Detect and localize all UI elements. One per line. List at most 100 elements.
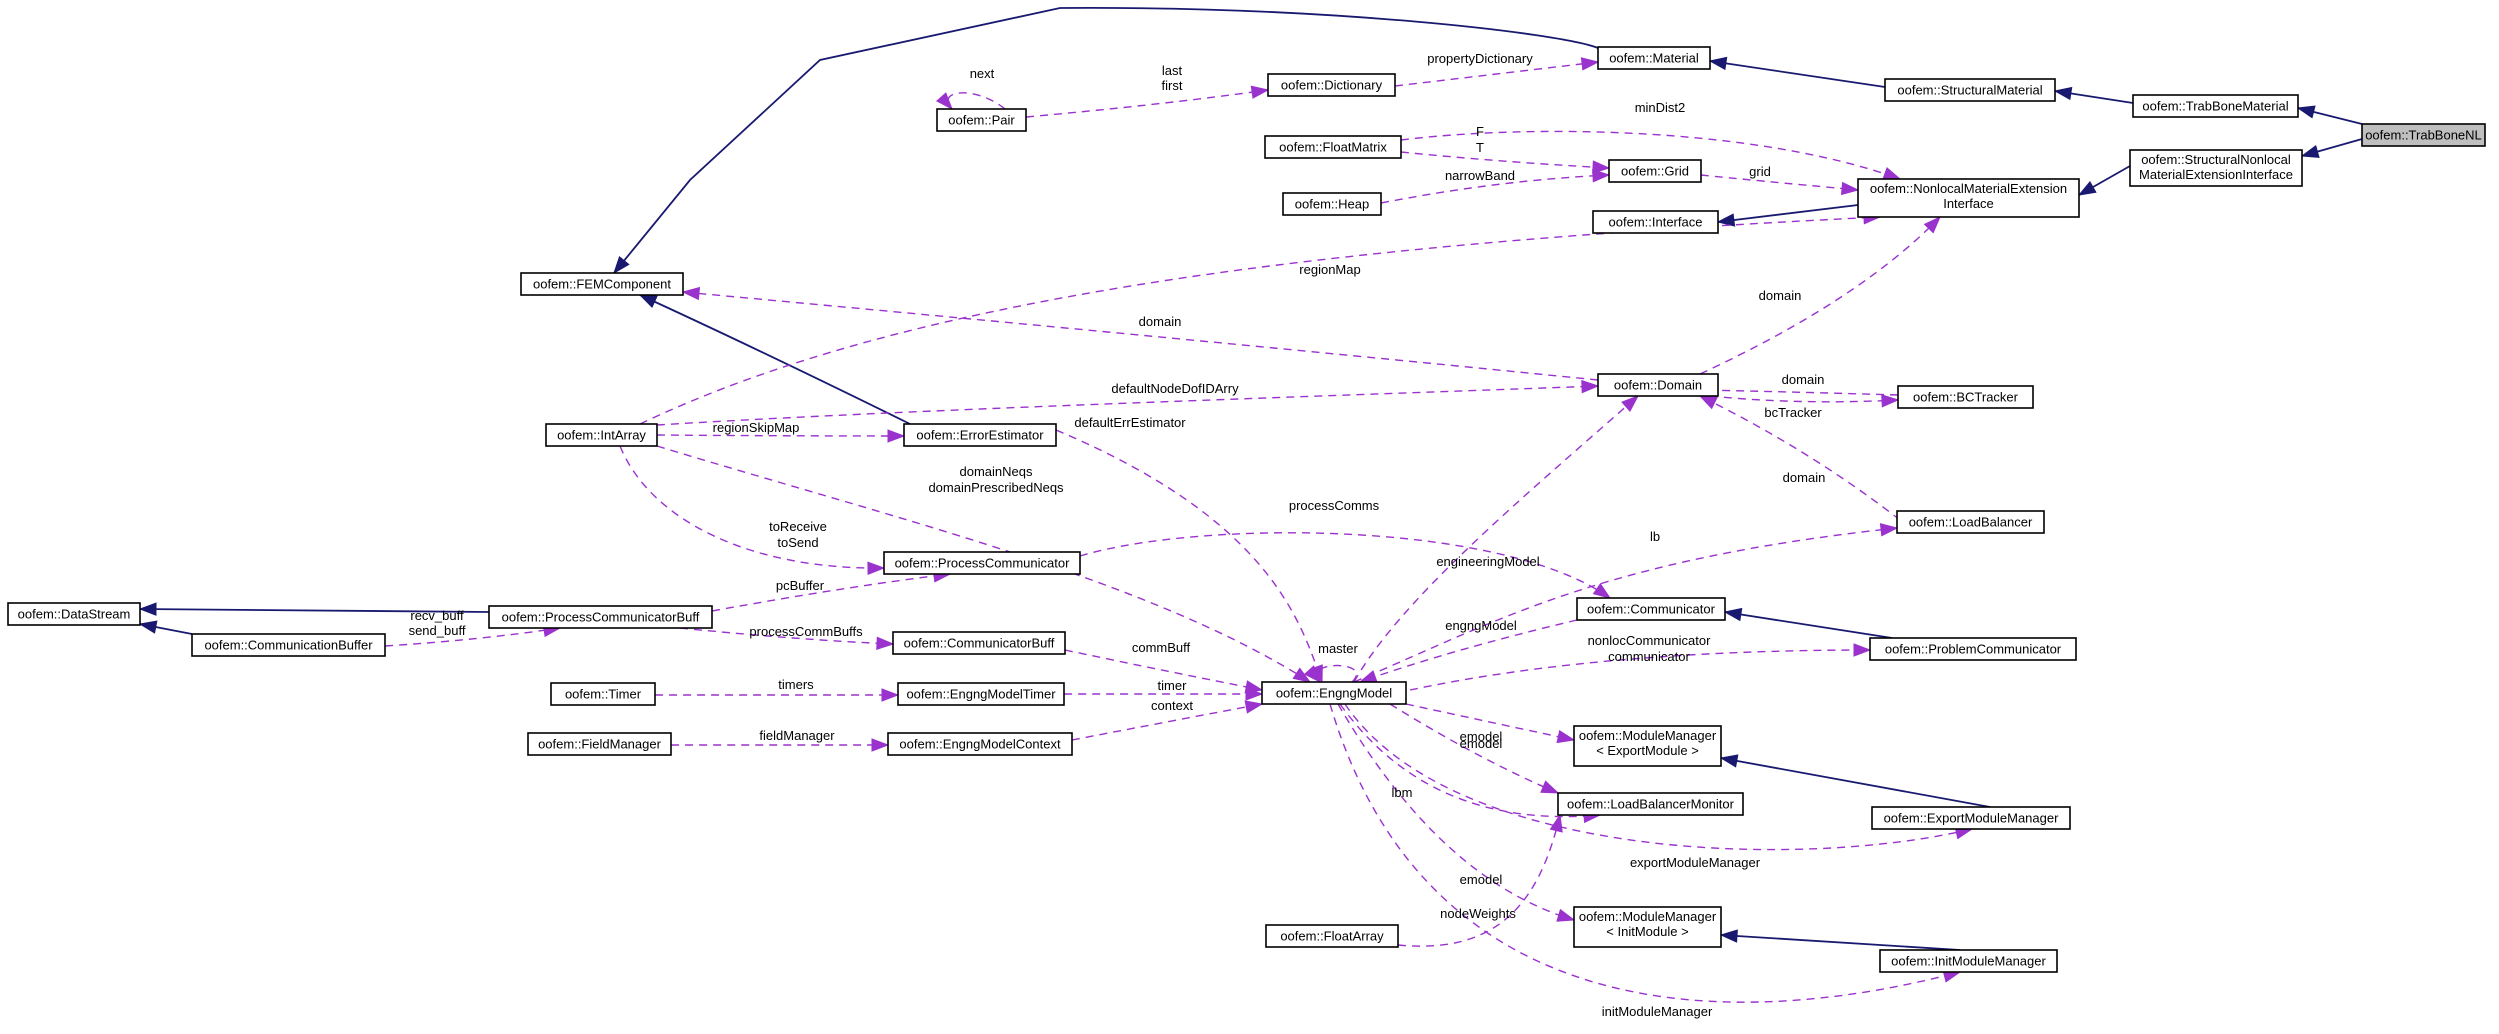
class-node-modulemanagerinit[interactable]: oofem::ModuleManager< InitModule > bbox=[1573, 906, 1722, 948]
inheritance-edge-femcomponent-errorestimator bbox=[640, 294, 911, 425]
class-node-trabbonematerial[interactable]: oofem::TrabBoneMaterial bbox=[2132, 94, 2299, 118]
class-node-floatarray[interactable]: oofem::FloatArray bbox=[1265, 924, 1399, 948]
class-node-label: oofem::Interface bbox=[1609, 215, 1703, 230]
class-node-label: oofem::StructuralNonlocal bbox=[2141, 152, 2291, 167]
edge-label: lb bbox=[1650, 529, 1660, 544]
inheritance-edge-trabbonematerial-trabbonenl bbox=[2298, 108, 2363, 125]
class-node-trabbonenl[interactable]: oofem::TrabBoneNL bbox=[2361, 123, 2486, 147]
class-node-timer[interactable]: oofem::Timer bbox=[550, 682, 656, 706]
class-node-problemcommunicator[interactable]: oofem::ProblemCommunicator bbox=[1869, 637, 2077, 661]
class-node-label: oofem::ModuleManager bbox=[1579, 909, 1717, 924]
class-node-loadbalancermonitor[interactable]: oofem::LoadBalancerMonitor bbox=[1557, 792, 1744, 816]
edge-label: engineeringModel bbox=[1436, 554, 1539, 569]
class-node-label: oofem::Dictionary bbox=[1281, 78, 1383, 93]
class-node-label: oofem::FEMComponent bbox=[533, 277, 671, 292]
class-node-floatmatrix[interactable]: oofem::FloatMatrix bbox=[1264, 135, 1402, 159]
class-node-material[interactable]: oofem::Material bbox=[1597, 46, 1711, 70]
edge-label: processCommBuffs bbox=[749, 624, 863, 639]
class-node-box bbox=[1576, 597, 1726, 621]
class-node-label: oofem::ProcessCommunicator bbox=[895, 556, 1071, 571]
class-node-engngmodel[interactable]: oofem::EngngModel bbox=[1261, 681, 1407, 705]
class-node-box bbox=[897, 682, 1065, 706]
class-node-loadbalancer[interactable]: oofem::LoadBalancer bbox=[1896, 510, 2045, 534]
usage-edge-communicatorbuff-engngmodel bbox=[1064, 649, 1262, 690]
class-node-communicator[interactable]: oofem::Communicator bbox=[1576, 597, 1726, 621]
edge-label: initModuleManager bbox=[1602, 1004, 1713, 1019]
class-node-pair[interactable]: oofem::Pair bbox=[936, 108, 1027, 132]
class-node-box bbox=[1884, 78, 2056, 102]
class-node-processcommunicator[interactable]: oofem::ProcessCommunicator bbox=[883, 551, 1081, 575]
class-node-box bbox=[1597, 373, 1719, 397]
edge-label: toSend bbox=[777, 535, 818, 550]
edge-label: domainPrescribedNeqs bbox=[928, 480, 1064, 495]
usage-edge-floatmatrix-nonlocalmaterialextension bbox=[1400, 130, 1900, 179]
class-node-communicationbuffer[interactable]: oofem::CommunicationBuffer bbox=[191, 633, 386, 657]
class-node-processcommunicatorbuff[interactable]: oofem::ProcessCommunicatorBuff bbox=[488, 605, 713, 629]
inheritance-edge-nonlocalmaterialextension-structuralnonlocal bbox=[2079, 165, 2131, 196]
class-node-label: < ExportModule > bbox=[1596, 743, 1699, 758]
class-node-femcomponent[interactable]: oofem::FEMComponent bbox=[520, 272, 684, 296]
class-node-box bbox=[520, 272, 684, 296]
class-node-engngmodelcontext[interactable]: oofem::EngngModelContext bbox=[887, 732, 1073, 756]
class-node-box bbox=[1282, 192, 1382, 216]
inheritance-edge-structuralnonlocal-trabbonenl bbox=[2302, 138, 2363, 156]
class-node-label: oofem::LoadBalancer bbox=[1909, 515, 2033, 530]
edge-label: pcBuffer bbox=[776, 578, 825, 593]
class-node-structuralmaterial[interactable]: oofem::StructuralMaterial bbox=[1884, 78, 2056, 102]
class-node-box bbox=[1597, 46, 1711, 70]
class-node-label: oofem::DataStream bbox=[18, 607, 131, 622]
edge-label: defaultNodeDofIDArry bbox=[1111, 381, 1239, 396]
class-node-box bbox=[1869, 637, 2077, 661]
edge-label: commBuff bbox=[1132, 640, 1191, 655]
class-node-interface[interactable]: oofem::Interface bbox=[1592, 210, 1719, 234]
class-node-box bbox=[936, 108, 1027, 132]
usage-edge-engngmodelcontext-engngmodel bbox=[1071, 704, 1262, 741]
edge-label: domain bbox=[1783, 470, 1826, 485]
usage-edge-grid-nonlocalmaterialextension bbox=[1700, 174, 1858, 190]
class-node-box bbox=[2129, 149, 2303, 187]
edge-label: F bbox=[1476, 124, 1484, 139]
class-node-errorestimator[interactable]: oofem::ErrorEstimator bbox=[903, 423, 1057, 447]
class-node-domain[interactable]: oofem::Domain bbox=[1597, 373, 1719, 397]
class-node-label: MaterialExtensionInterface bbox=[2139, 167, 2293, 182]
usage-edge-problemcommunicator-engngmodel bbox=[1409, 650, 1870, 691]
class-node-bctracker[interactable]: oofem::BCTracker bbox=[1897, 385, 2034, 409]
class-node-box bbox=[2132, 94, 2299, 118]
class-node-engngmodeltimer[interactable]: oofem::EngngModelTimer bbox=[897, 682, 1065, 706]
edge-label: domain bbox=[1782, 372, 1825, 387]
edge-label: domainNeqs bbox=[960, 464, 1033, 479]
class-node-box bbox=[2361, 123, 2486, 147]
class-node-label: oofem::FloatArray bbox=[1280, 929, 1384, 944]
usage-edge-initmodulemanager-engngmodel bbox=[1329, 703, 1960, 1003]
class-node-label: oofem::BCTracker bbox=[1913, 390, 2019, 405]
class-node-modulemanagerexport[interactable]: oofem::ModuleManager< ExportModule > bbox=[1573, 725, 1722, 767]
class-node-grid[interactable]: oofem::Grid bbox=[1608, 159, 1702, 183]
usage-edge-communicationbuffer-processcommunicatorbuff bbox=[384, 628, 560, 647]
class-node-datastream[interactable]: oofem::DataStream bbox=[7, 602, 141, 626]
class-node-communicatorbuff[interactable]: oofem::CommunicatorBuff bbox=[892, 631, 1066, 655]
class-node-initmodulemanager[interactable]: oofem::InitModuleManager bbox=[1879, 949, 2058, 973]
edge-label: grid bbox=[1749, 164, 1771, 179]
class-node-exportmodulemanager[interactable]: oofem::ExportModuleManager bbox=[1871, 806, 2071, 830]
class-node-box bbox=[1573, 906, 1722, 948]
class-node-box bbox=[1879, 949, 2058, 973]
class-node-fieldmanager[interactable]: oofem::FieldManager bbox=[527, 732, 672, 756]
class-node-box bbox=[1896, 510, 2045, 534]
class-node-box bbox=[527, 732, 672, 756]
class-node-heap[interactable]: oofem::Heap bbox=[1282, 192, 1382, 216]
class-node-label: oofem::TrabBoneNL bbox=[2365, 128, 2482, 143]
edge-label: narrowBand bbox=[1445, 168, 1515, 183]
class-node-label: oofem::EngngModelTimer bbox=[906, 687, 1056, 702]
class-node-structuralnonlocal[interactable]: oofem::StructuralNonlocalMaterialExtensi… bbox=[2129, 149, 2303, 187]
class-node-intarray[interactable]: oofem::IntArray bbox=[545, 423, 658, 447]
class-node-label: < InitModule > bbox=[1606, 924, 1688, 939]
class-node-box bbox=[1592, 210, 1719, 234]
usage-edge-engngmodel-modulemanagerinit bbox=[1337, 703, 1574, 920]
class-node-box bbox=[1265, 924, 1399, 948]
edge-label: engngModel bbox=[1445, 618, 1517, 633]
class-node-nonlocalmaterialextension[interactable]: oofem::NonlocalMaterialExtensionInterfac… bbox=[1857, 178, 2080, 218]
edge-label: regionMap bbox=[1299, 262, 1360, 277]
class-node-label: oofem::CommunicatorBuff bbox=[904, 636, 1055, 651]
class-node-dictionary[interactable]: oofem::Dictionary bbox=[1267, 73, 1396, 97]
